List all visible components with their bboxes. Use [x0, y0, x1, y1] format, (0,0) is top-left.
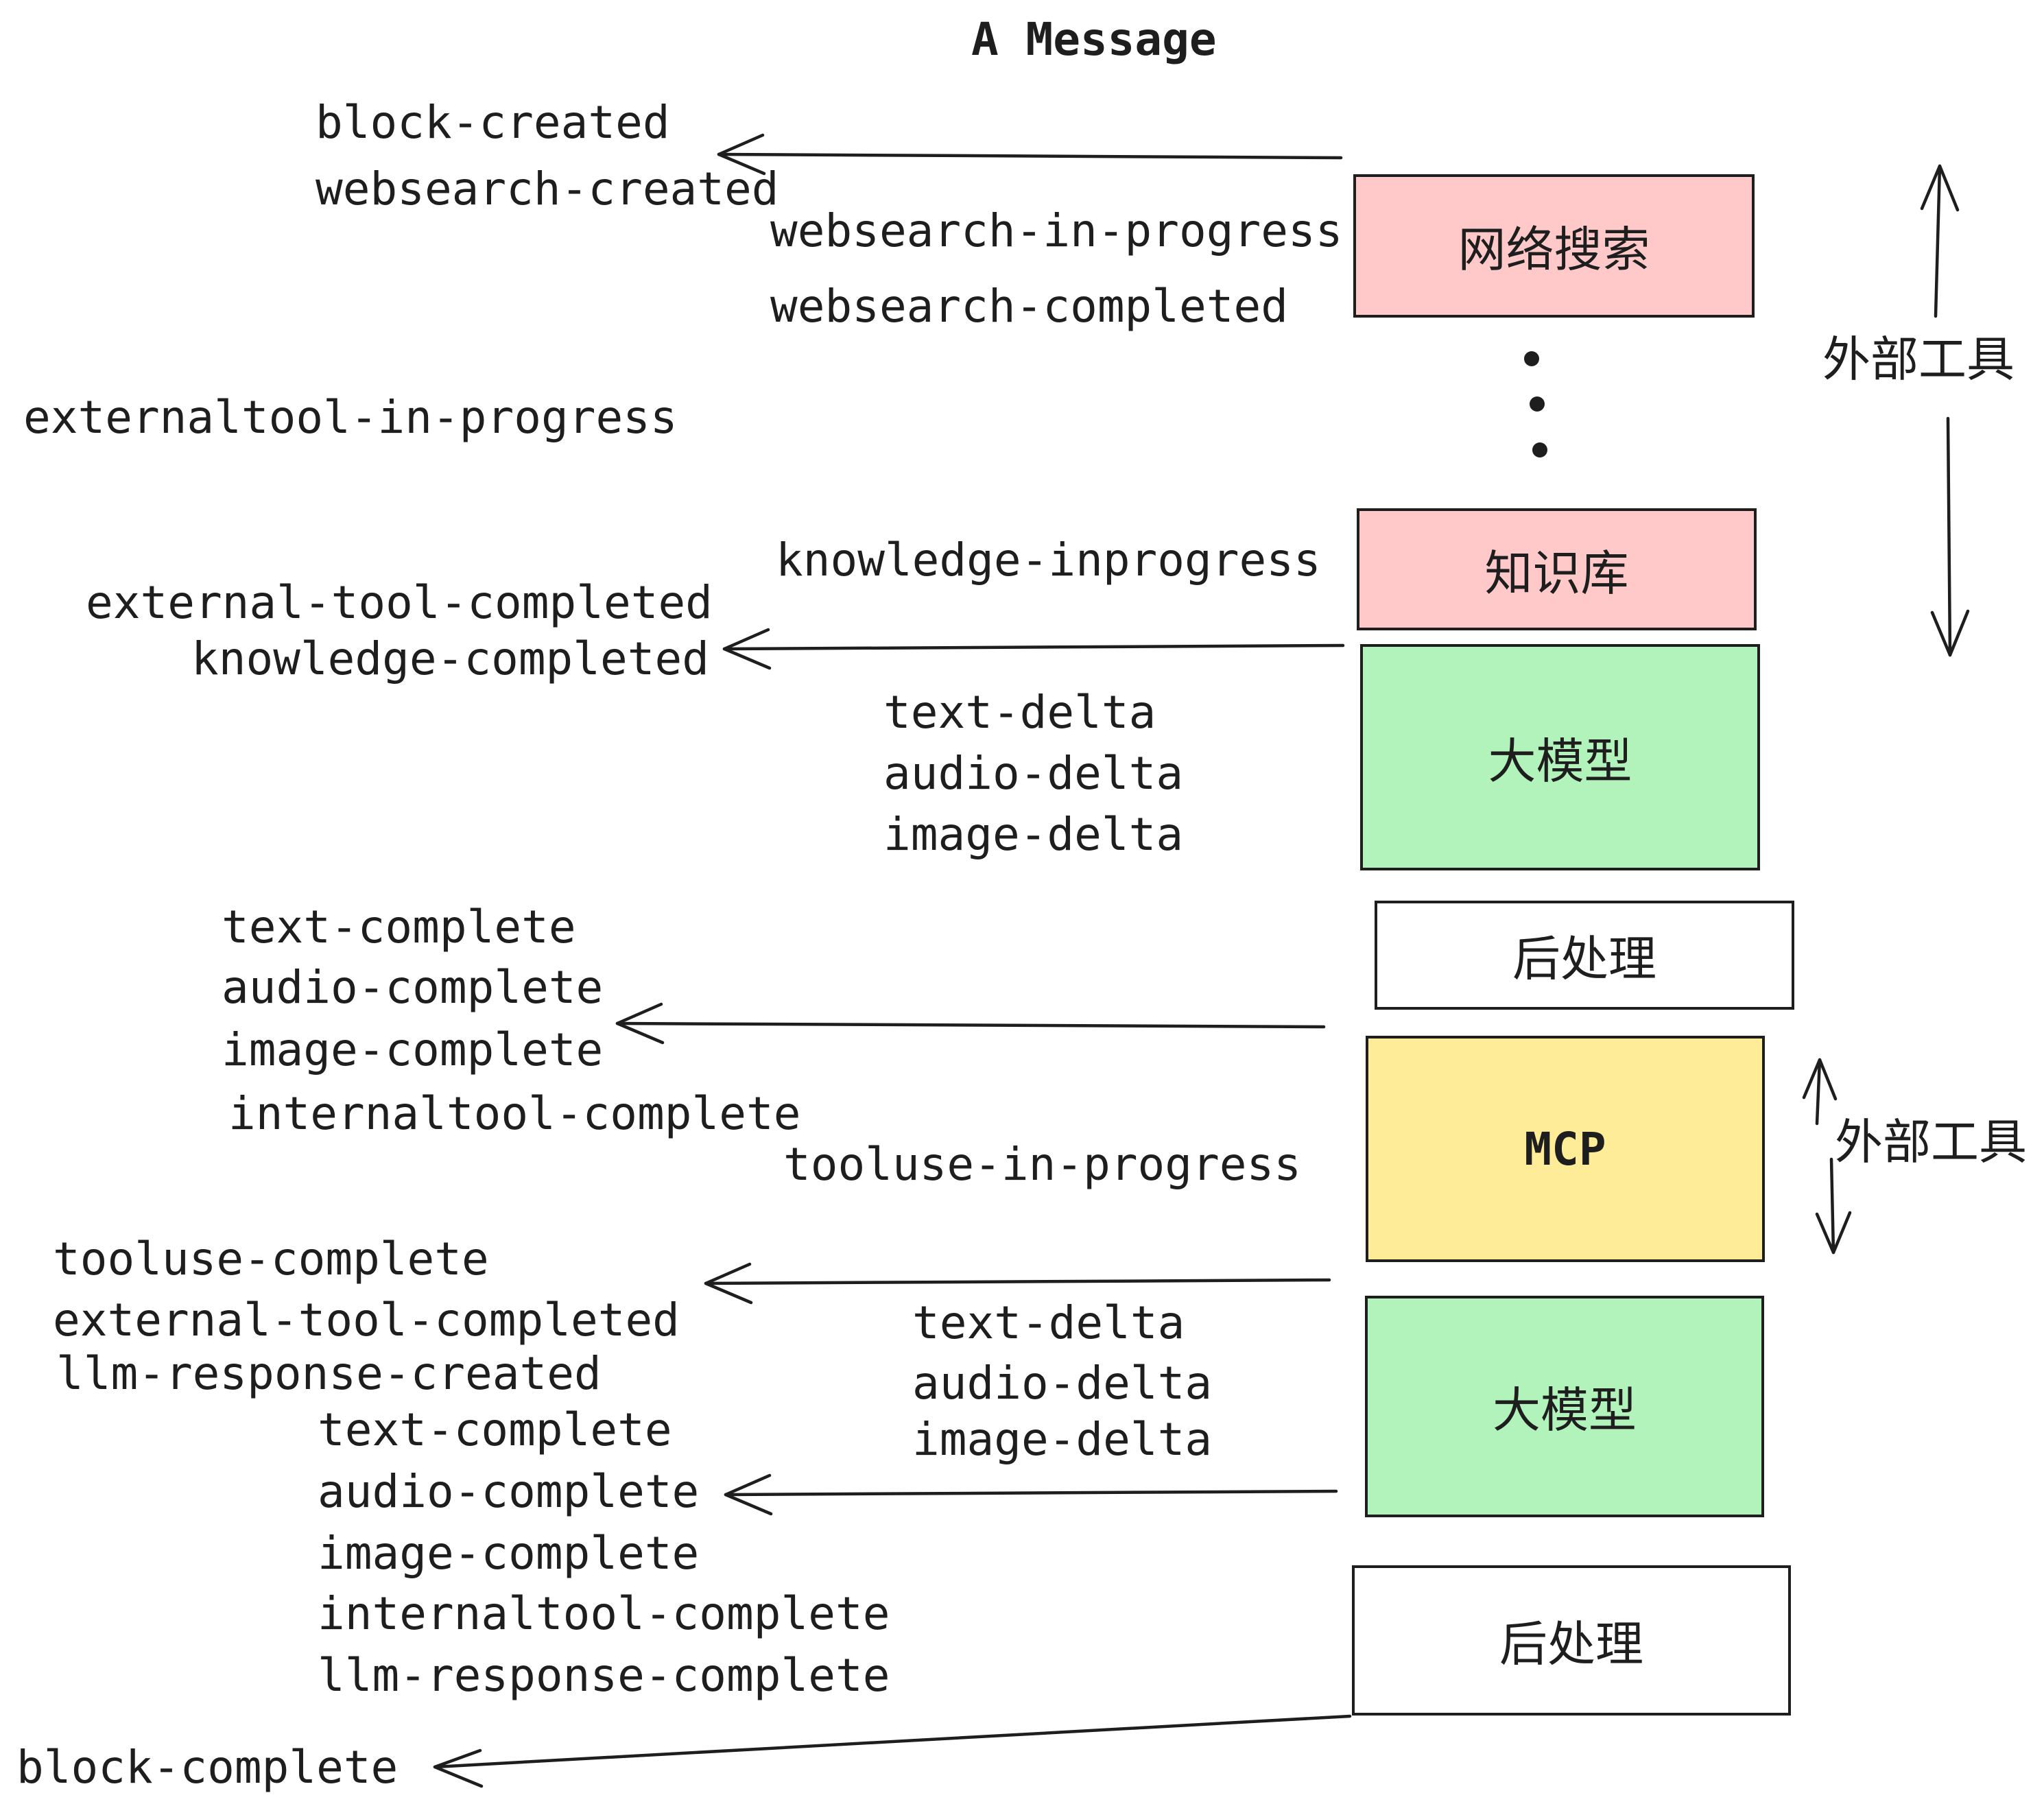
external-tools-up-arrow-2 [1802, 1058, 1838, 1126]
label-audio-delta-1: audio-delta [883, 747, 1184, 800]
label-knowledge-inprogress: knowledge-inprogress [776, 534, 1321, 586]
label-audio-complete-2: audio-complete [318, 1465, 700, 1518]
external-tools-label-2: 外部工具 [1835, 1115, 2027, 1169]
arrow-to-external-tool-completed [704, 1262, 1331, 1305]
label-text-delta-1: text-delta [883, 686, 1156, 739]
label-text-delta-2: text-delta [912, 1296, 1185, 1349]
label-internaltool-complete-1: internaltool-complete [228, 1087, 801, 1140]
external-tools-down-arrow-2 [1815, 1157, 1852, 1255]
label-internaltool-complete-2: internaltool-complete [318, 1587, 890, 1640]
label-image-delta-2: image-delta [912, 1413, 1213, 1466]
node-llm-2: 大模型 [1365, 1296, 1764, 1517]
node-mcp-label: MCP [1524, 1122, 1606, 1176]
node-websearch-label: 网络搜索 [1458, 223, 1650, 276]
label-audio-delta-2: audio-delta [912, 1357, 1213, 1410]
external-tools-up-arrow-1 [1920, 164, 1960, 318]
label-llm-response-created: llm-response-created [56, 1347, 602, 1400]
label-tooluse-in-progress: tooluse-in-progress [783, 1138, 1301, 1191]
node-postprocess-2: 后处理 [1352, 1565, 1791, 1716]
label-websearch-created: websearch-created [316, 163, 779, 215]
label-externaltool-in-progress: externaltool-in-progress [23, 391, 678, 444]
label-image-delta-1: image-delta [883, 808, 1184, 861]
label-audio-complete-1: audio-complete [222, 961, 604, 1014]
node-llm-1-label: 大模型 [1488, 734, 1632, 788]
node-postprocess-1: 后处理 [1375, 901, 1794, 1010]
label-image-complete-2: image-complete [318, 1527, 700, 1580]
label-external-tool-completed-2: external-tool-completed [53, 1294, 680, 1346]
label-knowledge-completed: knowledge-completed [191, 632, 709, 685]
external-tools-label-1: 外部工具 [1822, 333, 2015, 386]
label-image-complete-1: image-complete [222, 1023, 604, 1076]
external-tools-down-arrow-1 [1930, 416, 1970, 657]
label-block-created: block-created [316, 96, 670, 149]
label-tooluse-complete: tooluse-complete [53, 1233, 489, 1285]
label-websearch-completed: websearch-completed [770, 280, 1288, 333]
ellipsis-icon [1524, 351, 1547, 458]
node-llm-2-label: 大模型 [1493, 1384, 1637, 1437]
node-postprocess-1-label: 后处理 [1512, 932, 1656, 986]
node-llm-1: 大模型 [1360, 644, 1760, 870]
label-text-complete-2: text-complete [318, 1403, 672, 1456]
node-knowledge-base: 知识库 [1357, 508, 1757, 630]
arrow-to-block-complete [433, 1714, 1352, 1788]
node-mcp: MCP [1366, 1036, 1765, 1262]
diagram-title: A Message [971, 13, 1217, 66]
arrow-to-image-complete [615, 1002, 1326, 1045]
label-block-complete: block-complete [16, 1741, 399, 1794]
label-text-complete-1: text-complete [222, 901, 576, 953]
label-websearch-in-progress: websearch-in-progress [770, 204, 1343, 257]
label-llm-response-complete: llm-response-complete [318, 1649, 890, 1702]
node-postprocess-2-label: 后处理 [1499, 1617, 1643, 1671]
label-external-tool-completed: external-tool-completed [86, 576, 713, 629]
arrow-to-block-created [717, 133, 1343, 176]
node-knowledge-label: 知识库 [1484, 546, 1629, 600]
arrow-to-knowledge-completed [722, 628, 1345, 670]
arrow-to-audio-complete [724, 1473, 1338, 1516]
node-websearch: 网络搜索 [1353, 174, 1755, 318]
